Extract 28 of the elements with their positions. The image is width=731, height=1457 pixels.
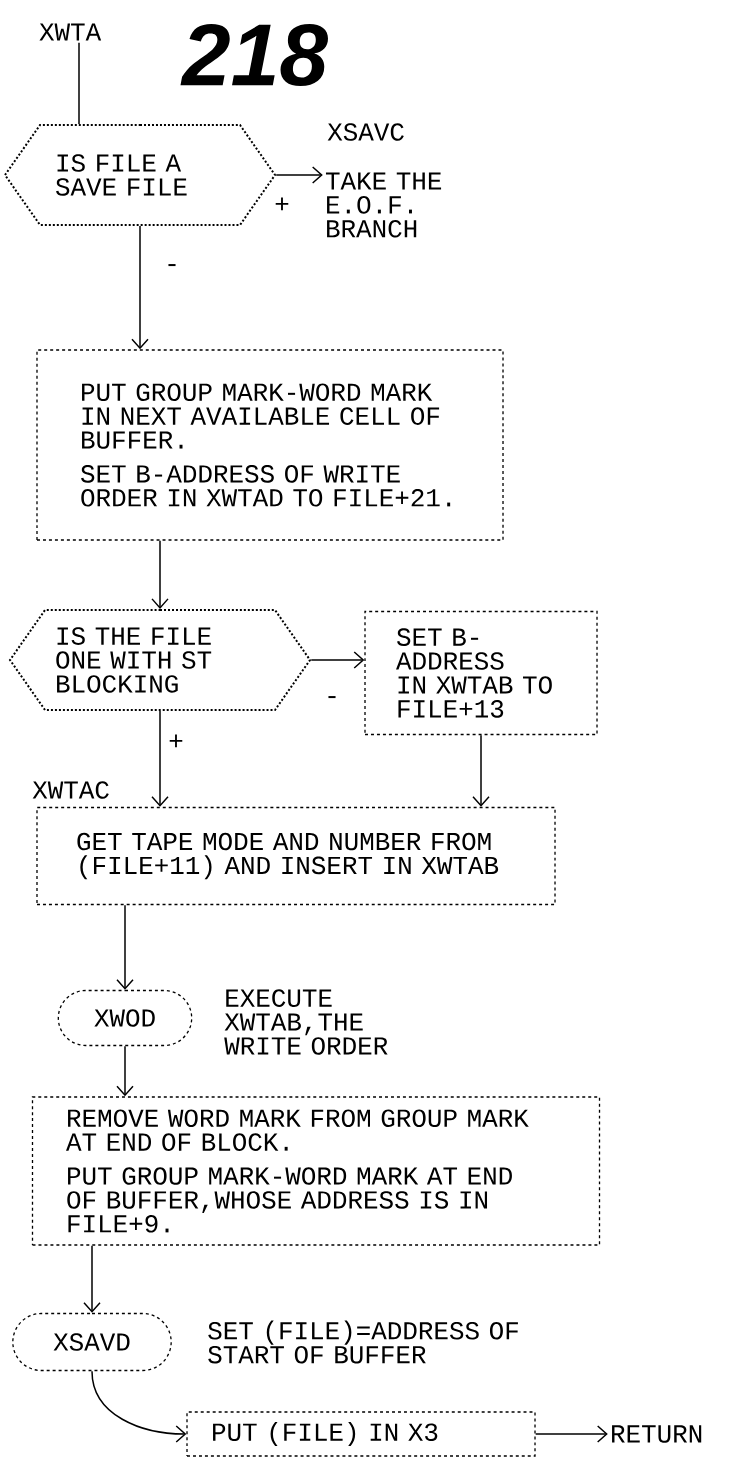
arrow <box>151 710 169 807</box>
process-box: GET TAPE MODE AND NUMBER FROM (FILE+11) AND INSERT IN XWTAB <box>36 806 556 906</box>
arrow <box>116 1045 134 1097</box>
entry-label: XWTA <box>39 23 102 41</box>
edge-label: - <box>323 695 341 705</box>
arrow <box>275 166 323 184</box>
decision-hexagon: IS THE FILE ONE WITH ST BLOCKING <box>8 609 312 711</box>
exit-label: RETURN <box>612 1425 702 1443</box>
page-number: 218 <box>180 23 328 87</box>
arrow <box>472 734 490 807</box>
process-box: PUT GROUP MARK-WORD MARK IN NEXT AVAILABLE CELL OF BUFFER. SET B-ADDRESS OF WRITE ORDER IN XWTAD TO FILE+21. <box>36 349 504 541</box>
edge-label: + <box>167 733 185 751</box>
annotation-text: EXECUTE XWTAB,THE WRITE ORDER <box>224 989 388 1055</box>
annotation-text: SET (FILE)=ADDRESS OF START OF BUFFER <box>208 1320 518 1364</box>
arrow <box>116 904 134 990</box>
arrow <box>310 651 365 669</box>
connector-label: XSAVC <box>327 123 404 141</box>
process-box: PUT (FILE) IN X3 <box>186 1411 536 1457</box>
branch-text: TAKE THE E.O.F. BRANCH <box>325 172 442 238</box>
arrow <box>131 225 149 350</box>
arrow <box>91 1370 187 1443</box>
annotation-text: XWTAC <box>32 781 109 799</box>
arrow <box>151 539 169 609</box>
process-box: SET B-ADDRESS IN XWTAB TO FILE+13 <box>364 610 598 736</box>
arrow <box>83 1244 101 1313</box>
process-box: REMOVE WORD MARK FROM GROUP MARK AT END OF BLOCK. PUT GROUP MARK-WORD MARK AT END OF BUFFER,WHOSE ADDRESS IS IN FILE+9. <box>31 1096 601 1246</box>
arrow <box>534 1425 608 1443</box>
edge-label: - <box>163 263 181 273</box>
